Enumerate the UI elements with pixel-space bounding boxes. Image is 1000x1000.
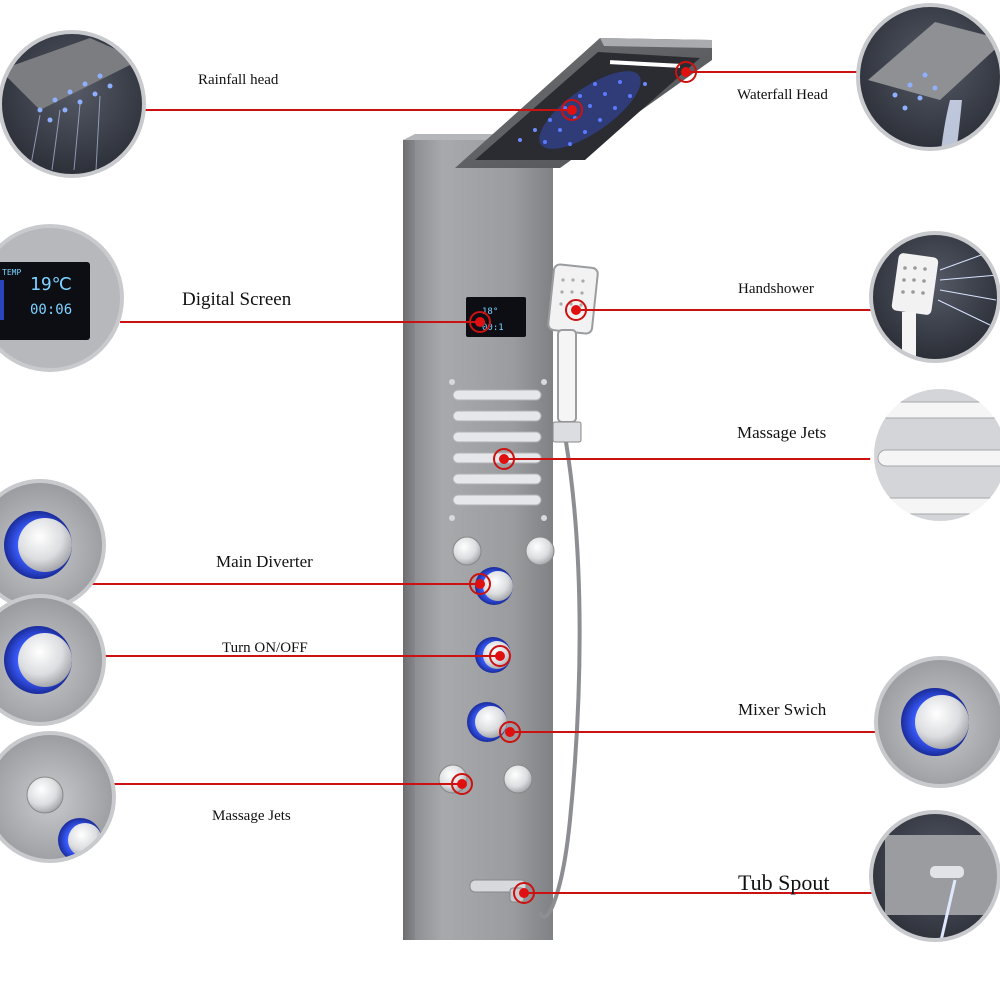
detail-digital-screen bbox=[0, 224, 124, 372]
massage-jet-strips bbox=[449, 379, 547, 521]
screen-time: 00:06 bbox=[30, 302, 73, 318]
screen-temperature: 19℃ bbox=[30, 274, 72, 295]
svg-text:18°: 18° bbox=[482, 307, 498, 317]
detail-tub-spout bbox=[869, 810, 1000, 942]
callout-dots bbox=[451, 61, 697, 904]
svg-text:00:1: 00:1 bbox=[482, 323, 504, 333]
label-tub-spout: Tub Spout bbox=[738, 870, 830, 895]
label-main-diverter: Main Diverter bbox=[216, 552, 313, 571]
detail-waterfall-head bbox=[856, 3, 1000, 151]
label-digital-screen: Digital Screen bbox=[182, 289, 292, 310]
detail-massage-jets-right bbox=[870, 385, 1000, 525]
shower-panel bbox=[403, 134, 553, 940]
label-massage-jets-left: Massage Jets bbox=[212, 808, 291, 824]
detail-rainfall-head bbox=[0, 30, 146, 178]
detail-mixer-switch bbox=[874, 656, 1000, 788]
label-mixer-switch: Mixer Swich bbox=[738, 700, 827, 719]
screen-temp-tag: TEMP bbox=[2, 268, 22, 277]
callout-lines bbox=[90, 71, 1000, 894]
label-waterfall-head: Waterfall Head bbox=[737, 87, 828, 103]
detail-massage-jets-left bbox=[0, 731, 116, 863]
label-rainfall-head: Rainfall head bbox=[198, 72, 279, 88]
detail-main-diverter bbox=[0, 479, 106, 611]
label-turn-on-off: Turn ON/OFF bbox=[222, 640, 308, 656]
handshower bbox=[538, 263, 599, 919]
rainfall-head bbox=[455, 38, 712, 168]
label-handshower: Handshower bbox=[738, 281, 814, 297]
panel-digital-screen: 18° 00:1 bbox=[466, 297, 526, 337]
label-massage-jets-right: Massage Jets bbox=[737, 423, 827, 442]
detail-handshower bbox=[869, 231, 1000, 363]
detail-turn-on-off bbox=[0, 594, 106, 726]
